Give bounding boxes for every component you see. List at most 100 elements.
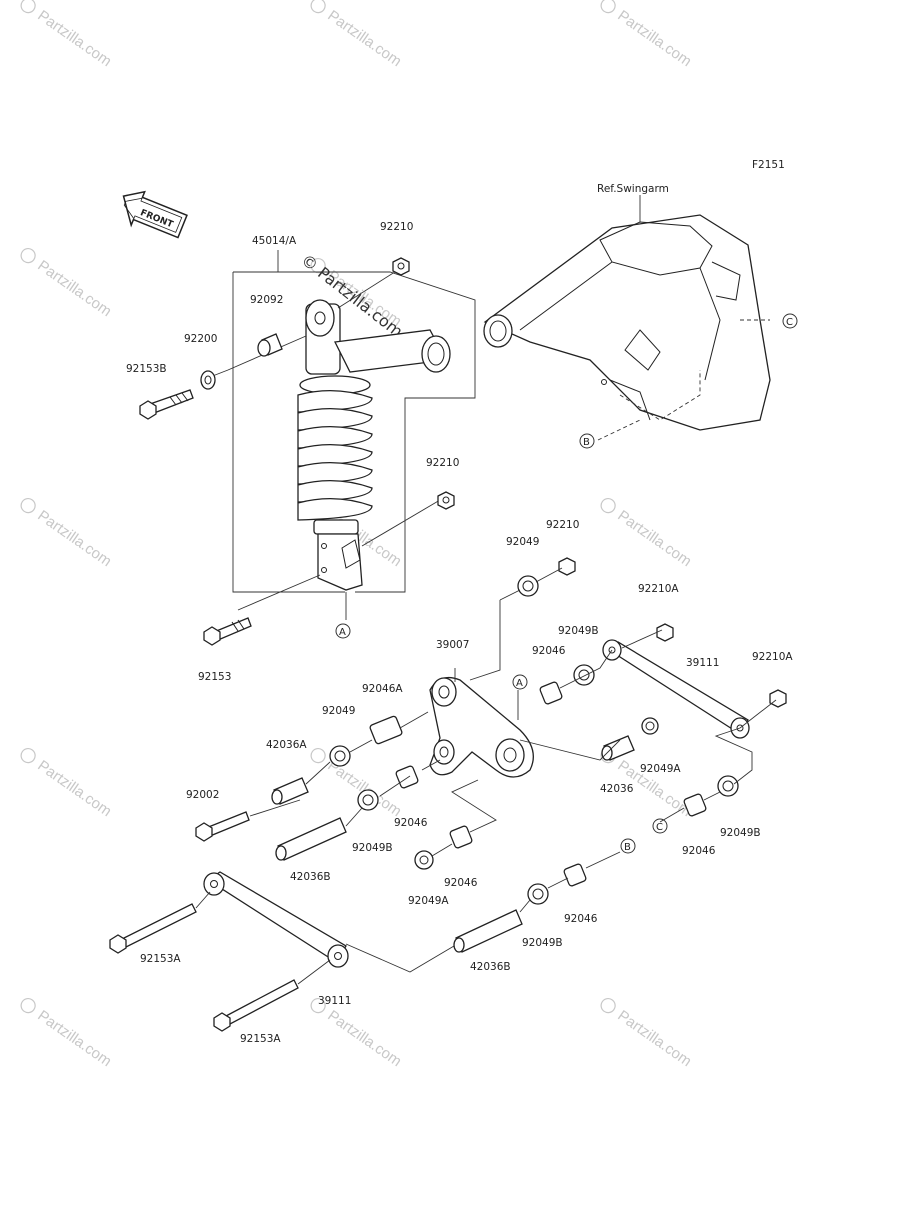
part-label-p-92049B-1: 92049B [558,625,599,637]
callout-b-low: B [620,838,636,854]
shock-absorber [297,299,451,591]
swingarm-illustration [483,214,771,441]
bearing-92046-3 [449,825,473,849]
part-label-p-92049A-2: 92049A [640,763,681,775]
part-label-p-92210-mid: 92210 [426,457,459,469]
part-label-p-92046-3: 92046 [444,877,478,889]
seal-92049B-2 [357,789,379,811]
part-label-p-92153B: 92153B [126,363,167,375]
part-label-p-92046-4: 92046 [682,845,716,857]
seal-92049A-2 [641,717,659,735]
shock-spring [297,390,373,521]
figure-code: F2151 [752,159,785,171]
washer-92200 [200,370,216,390]
callout-a-shock: A [335,623,351,639]
callout-c-low: C [652,818,668,834]
watermark-text: Partzilla.com [34,257,114,320]
watermark-mark: Partzilla.com [310,747,405,820]
bearing-92046-1 [539,681,563,705]
watermark-text: Partzilla.com [34,1007,114,1070]
part-label-p-92153A-1: 92153A [140,953,181,965]
part-number-labels: 45014/A92210920929220092153B922109215392… [126,221,793,1045]
nut-92210-top [392,257,410,276]
watermark-text: Partzilla.com [614,507,694,570]
svg-text:B: B [624,842,631,853]
bolt-92153B [139,389,194,420]
seal-92049B-3 [717,775,739,797]
watermark-mark: Partzilla.com [600,497,695,570]
watermark-text: Partzilla.com [34,7,114,70]
bolt-92153 [203,617,252,646]
seal-92049B-4 [527,883,549,905]
part-label-p-92210A-1: 92210A [638,583,679,595]
bearing-92046-5 [563,863,587,887]
nut-92210A-1 [656,623,674,642]
part-label-p-92046-5: 92046 [564,913,598,925]
part-label-p-92046-1: 92046 [532,645,566,657]
watermark-text: Partzilla.com [614,7,694,70]
part-label-p-39111-right: 39111 [686,657,719,669]
part-label-p-92049B-2: 92049B [352,842,393,854]
seal-92049-left [329,745,351,767]
nut-92210-mid [437,491,455,510]
watermark-mark: Partzilla.com [20,247,115,320]
part-label-p-92046A: 92046A [362,683,403,695]
bearing-92046-2 [395,765,419,789]
nut-92210A-2 [769,689,787,708]
collar-42036 [601,735,635,761]
ref-swingarm-label: Ref.Swingarm [597,183,669,195]
bolt-92153A-2 [213,979,299,1032]
watermark-text: Partzilla.com [34,507,114,570]
collar-92092 [257,333,283,357]
part-label-p-92049A-1: 92049A [408,895,449,907]
seal-92049A-1 [414,850,434,870]
part-label-p-42036A: 42036A [266,739,307,751]
watermark-text: Partzilla.com [324,1007,404,1070]
part-label-p-92049-top: 92049 [506,536,539,548]
watermark-text: Partzilla.com [324,7,404,70]
front-arrow-icon: FRONT [122,190,188,239]
callout-c-top: C [782,313,798,329]
watermark-mark: Partzilla.com [310,0,405,70]
watermark-text: Partzilla.com [34,757,114,820]
seal-92049-top [517,575,539,597]
part-label-p-92210A-2: 92210A [752,651,793,663]
watermark-mark: Partzilla.com [600,0,695,70]
nut-92210-low [558,557,576,576]
tie-rod-39111-right [602,639,750,739]
bearing-92046-4 [683,793,707,817]
watermark-mark: Partzilla.com [20,497,115,570]
collar-42036B-2 [453,909,523,953]
watermark-mark: Partzilla.com [20,997,115,1070]
part-label-p-92092: 92092 [250,294,283,306]
collar-42036A [271,777,309,805]
bolt-92002 [195,811,250,842]
part-label-p-92002: 92002 [186,789,219,801]
svg-text:C: C [656,822,663,833]
rocker-link-39007 [429,676,534,778]
seal-92049B-1 [573,664,595,686]
part-label-p-92046-2: 92046 [394,817,428,829]
collar-42036B-1 [275,817,347,861]
svg-text:C: C [786,317,793,328]
part-label-p-92200: 92200 [184,333,217,345]
watermark-mark: Partzilla.com [20,747,115,820]
part-label-p-42036: 42036 [600,783,634,795]
watermark-text: Partzilla.com [614,1007,694,1070]
part-label-p-39111-left: 39111 [318,995,351,1007]
part-label-p-92049-left: 92049 [322,705,355,717]
watermark-mark: Partzilla.com [20,0,115,70]
part-label-p-92049B-3: 92049B [720,827,761,839]
part-label-p-92153A-2: 92153A [240,1033,281,1045]
callout-a-link: A [512,674,528,690]
part-label-p-92210-low: 92210 [546,519,579,531]
callout-b-top: B [579,433,595,449]
bolt-92153A-1 [109,903,197,954]
svg-text:A: A [516,678,523,689]
part-label-p-39007: 39007 [436,639,469,651]
shock-group-bracket [232,272,345,593]
part-label-p-92153: 92153 [198,671,231,683]
svg-text:A: A [339,627,346,638]
part-label-p-42036B-1: 42036B [290,871,331,883]
